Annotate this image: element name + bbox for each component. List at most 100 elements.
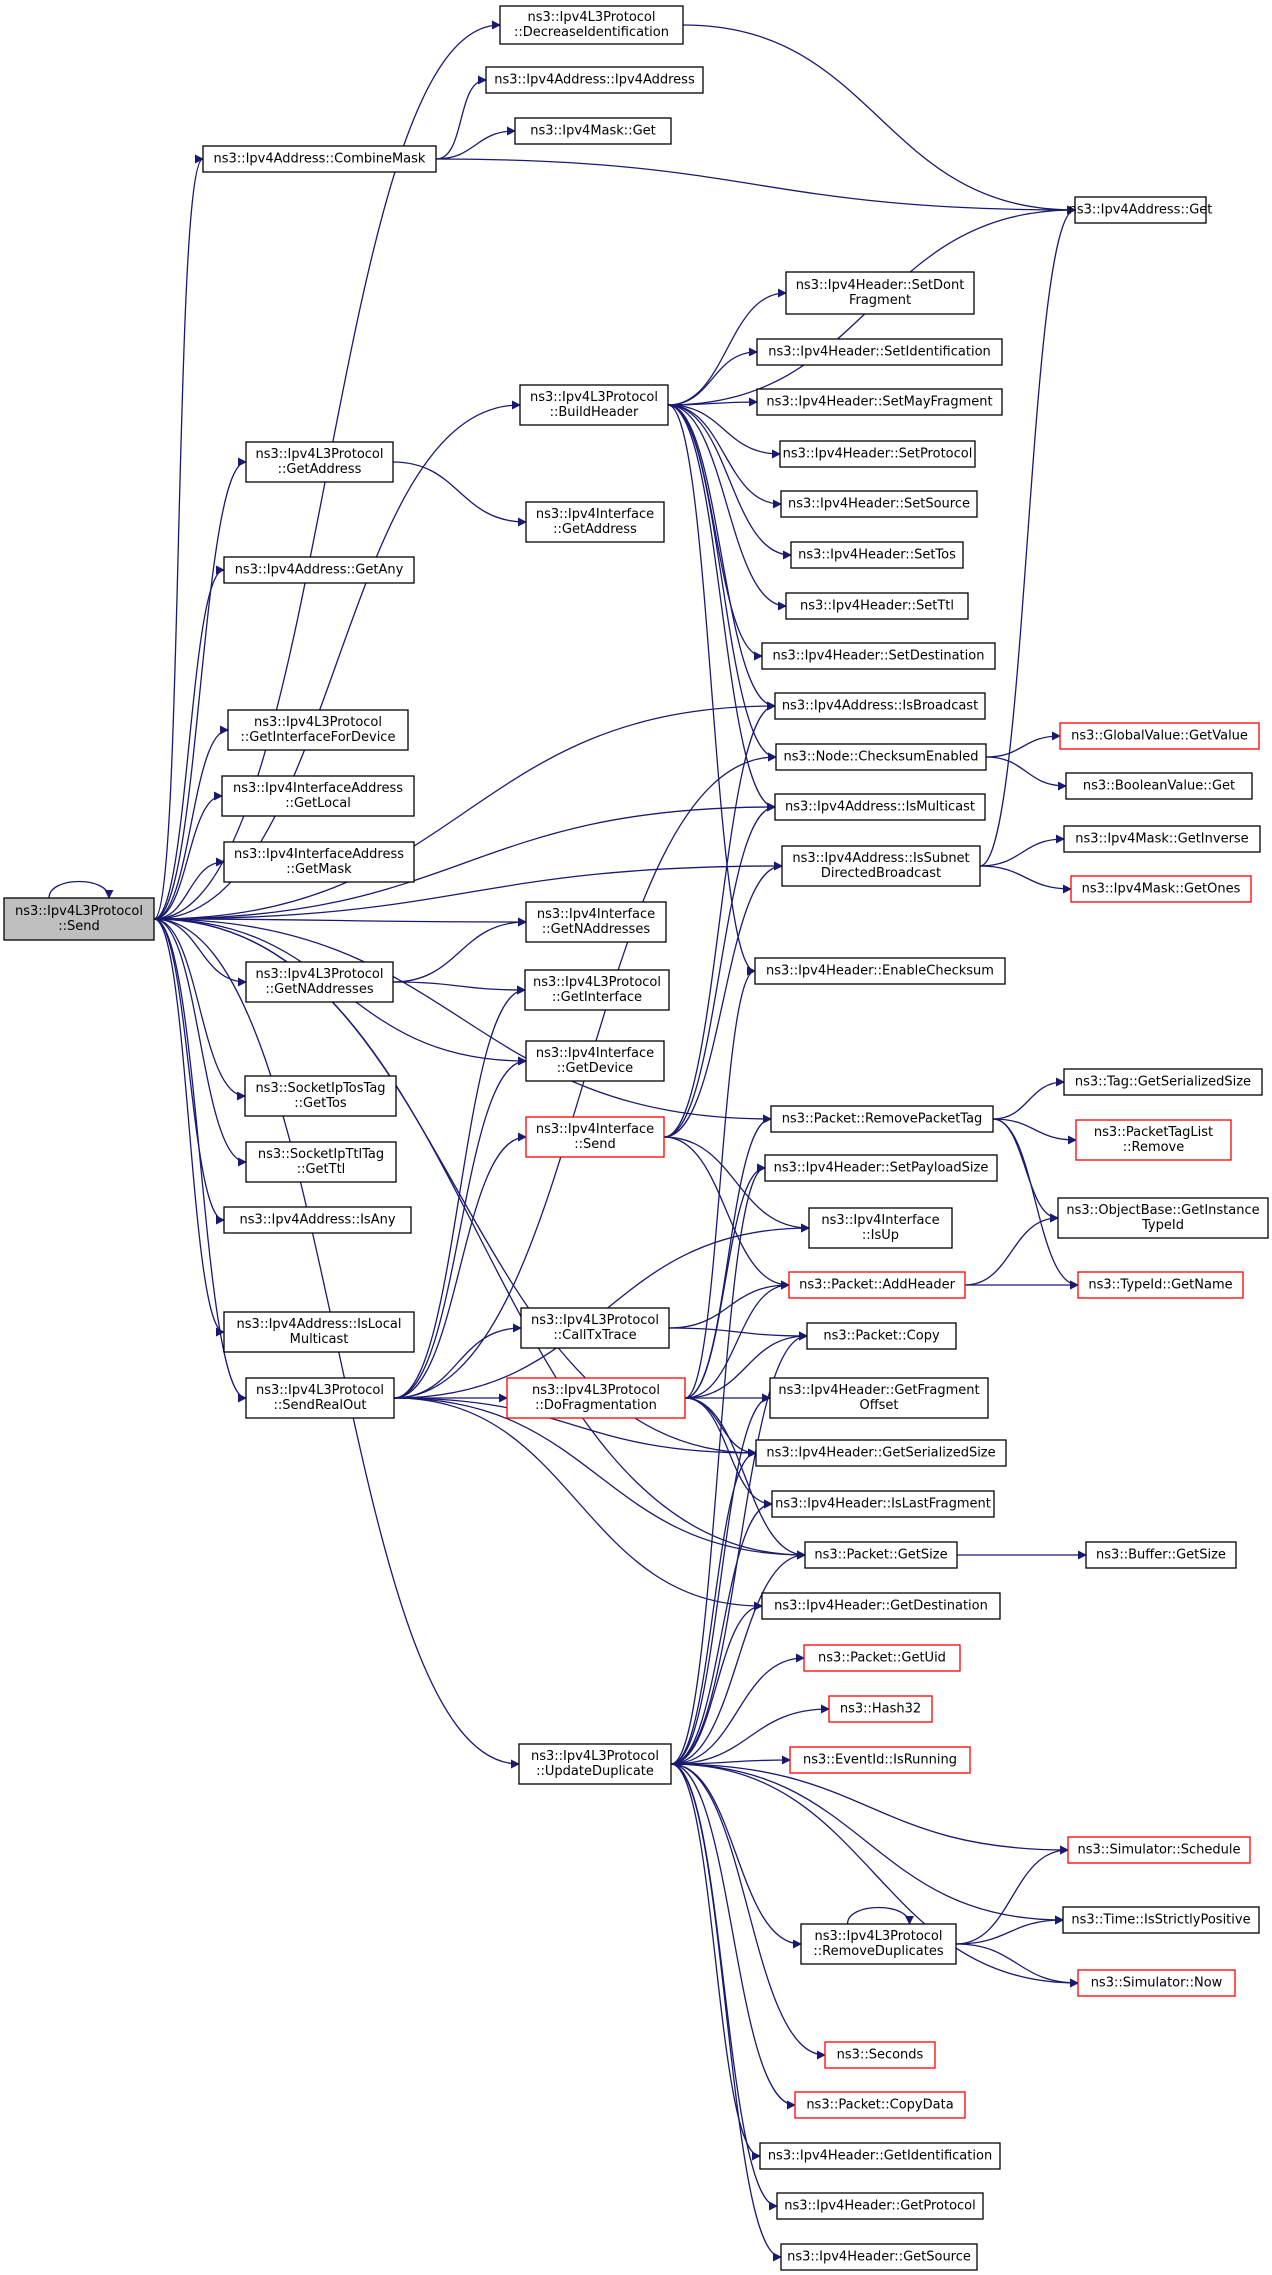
graph-node-getproto[interactable]: ns3::Ipv4Header::GetProtocol: [776, 2192, 984, 2220]
graph-node-setdst[interactable]: ns3::Ipv4Header::SetDestination: [761, 642, 996, 670]
graph-node-getaddr[interactable]: ns3::Ipv4L3Protocol::GetAddress: [245, 441, 394, 483]
node-label: ::SendRealOut: [273, 1398, 366, 1413]
edge-send-to-buildhdr: [153, 400, 521, 920]
node-label: ns3::SocketIpTtlTag: [258, 1147, 384, 1162]
graph-node-getmask[interactable]: ns3::Ipv4InterfaceAddress::GetMask: [223, 841, 415, 883]
node-label: ns3::Ipv4Address::IsLocal: [237, 1317, 402, 1332]
graph-node-getnaddr[interactable]: ns3::Ipv4L3Protocol::GetNAddresses: [245, 961, 394, 1003]
edge-updup-to-getdst: [670, 1601, 763, 1765]
graph-node-buildhdr[interactable]: ns3::Ipv4L3Protocol::BuildHeader: [519, 384, 669, 426]
graph-node-rmtag[interactable]: ns3::Packet::RemovePacketTag: [770, 1105, 994, 1133]
edge-send-to-getaddr: [153, 457, 247, 920]
graph-node-getany[interactable]: ns3::Ipv4Address::GetAny: [223, 556, 415, 584]
edge-buildhdr-to-isbcast: [667, 404, 776, 711]
graph-node-strictpos[interactable]: ns3::Time::IsStrictlyPositive: [1062, 1906, 1260, 1934]
graph-node-hash32[interactable]: ns3::Hash32: [828, 1695, 933, 1723]
graph-node-isany[interactable]: ns3::Ipv4Address::IsAny: [223, 1206, 412, 1234]
node-label: ns3::Ipv4L3Protocol: [815, 1929, 943, 1944]
graph-node-addhdr[interactable]: ns3::Packet::AddHeader: [788, 1271, 966, 1299]
graph-node-setsrc[interactable]: ns3::Ipv4Header::SetSource: [780, 490, 978, 518]
graph-node-rmdup[interactable]: ns3::Ipv4L3Protocol::RemoveDuplicates: [800, 1923, 957, 1965]
edge-line: [667, 404, 782, 509]
graph-node-settos[interactable]: ns3::Ipv4Header::SetTos: [790, 541, 964, 569]
graph-node-seconds[interactable]: ns3::Seconds: [824, 2041, 936, 2069]
graph-node-decid[interactable]: ns3::Ipv4L3Protocol::DecreaseIdentificat…: [499, 5, 684, 45]
graph-node-getiffordev[interactable]: ns3::Ipv4L3Protocol::GetInterfaceForDevi…: [227, 709, 409, 751]
graph-node-schedule[interactable]: ns3::Simulator::Schedule: [1067, 1836, 1251, 1864]
graph-node-now[interactable]: ns3::Simulator::Now: [1077, 1969, 1236, 1997]
node-box: [828, 1695, 933, 1723]
node-box: [227, 709, 409, 751]
graph-node-isrunning[interactable]: ns3::EventId::IsRunning: [789, 1746, 971, 1774]
graph-node-isbcast[interactable]: ns3::Ipv4Address::IsBroadcast: [774, 692, 986, 720]
graph-node-bufsize[interactable]: ns3::Buffer::GetSize: [1085, 1541, 1237, 1569]
graph-node-maskget[interactable]: ns3::Ipv4Mask::Get: [514, 117, 672, 145]
edge-line: [670, 1763, 796, 2110]
graph-node-dofrag[interactable]: ns3::Ipv4L3Protocol::DoFragmentation: [506, 1377, 686, 1419]
node-label: ns3::Ipv4Header::GetDestination: [774, 1599, 988, 1614]
graph-node-gettos[interactable]: ns3::SocketIpTosTag::GetTos: [244, 1075, 397, 1117]
graph-node-getdev[interactable]: ns3::Ipv4Interface::GetDevice: [525, 1040, 665, 1082]
graph-node-send[interactable]: ns3::Ipv4L3Protocol::Send: [3, 897, 155, 941]
graph-node-addrget[interactable]: ns3::Ipv4Address::Get: [1069, 196, 1213, 224]
graph-node-gvget[interactable]: ns3::GlobalValue::GetValue: [1059, 722, 1260, 750]
graph-node-combine[interactable]: ns3::Ipv4Address::CombineMask: [202, 145, 437, 173]
node-box: [776, 2192, 984, 2220]
node-box: [824, 2041, 936, 2069]
edge-line: [393, 985, 526, 1399]
edge-line: [670, 1331, 808, 1765]
graph-node-isup[interactable]: ns3::Ipv4Interface::IsUp: [808, 1207, 953, 1249]
graph-node-boolget[interactable]: ns3::BooleanValue::Get: [1065, 772, 1253, 800]
graph-node-calltx[interactable]: ns3::Ipv4L3Protocol::CallTxTrace: [520, 1307, 670, 1349]
graph-node-getones[interactable]: ns3::Ipv4Mask::GetOnes: [1070, 875, 1252, 903]
graph-node-islastfrag[interactable]: ns3::Ipv4Header::IsLastFragment: [771, 1490, 995, 1518]
node-box: [202, 145, 437, 173]
graph-node-getlocal[interactable]: ns3::Ipv4InterfaceAddress::GetLocal: [221, 775, 415, 817]
graph-node-chksum[interactable]: ns3::Node::ChecksumEnabled: [775, 743, 987, 771]
graph-node-ifgetnaddr[interactable]: ns3::Ipv4Interface::GetNAddresses: [525, 901, 667, 943]
edge-dofrag-to-setpay: [684, 1163, 766, 1399]
graph-node-enchk[interactable]: ns3::Ipv4Header::EnableChecksum: [754, 957, 1006, 985]
graph-node-setttl[interactable]: ns3::Ipv4Header::SetTtl: [785, 592, 969, 620]
node-label: ns3::Ipv4L3Protocol: [254, 715, 382, 730]
edge-buildhdr-to-setsrc: [667, 404, 782, 509]
graph-node-tidname[interactable]: ns3::TypeId::GetName: [1077, 1271, 1244, 1299]
graph-node-tagser[interactable]: ns3::Tag::GetSerializedSize: [1063, 1068, 1263, 1096]
graph-node-getinverse[interactable]: ns3::Ipv4Mask::GetInverse: [1063, 825, 1261, 853]
graph-node-hdrser[interactable]: ns3::Ipv4Header::GetSerializedSize: [755, 1439, 1007, 1467]
graph-node-issubnet[interactable]: ns3::Ipv4Address::IsSubnetDirectedBroadc…: [781, 845, 981, 887]
edge-dofrag-to-enchk: [684, 966, 756, 1399]
graph-node-a4ctor[interactable]: ns3::Ipv4Address::Ipv4Address: [485, 66, 704, 94]
node-label: ns3::Packet::GetSize: [814, 1548, 947, 1563]
node-label: ns3::Ipv4Header::SetDestination: [773, 649, 985, 664]
graph-node-copydata[interactable]: ns3::Packet::CopyData: [794, 2091, 966, 2119]
graph-node-getsrc[interactable]: ns3::Ipv4Header::GetSource: [780, 2243, 978, 2271]
graph-node-pgetsize[interactable]: ns3::Packet::GetSize: [804, 1541, 958, 1569]
graph-node-ismcast[interactable]: ns3::Ipv4Address::IsMulticast: [774, 793, 986, 821]
node-box: [804, 1541, 958, 1569]
node-box: [788, 1271, 966, 1299]
graph-node-ifgetaddr[interactable]: ns3::Ipv4Interface::GetAddress: [525, 501, 665, 543]
graph-node-updup[interactable]: ns3::Ipv4L3Protocol::UpdateDuplicate: [518, 1743, 672, 1785]
node-box: [764, 1154, 998, 1182]
graph-node-getident[interactable]: ns3::Ipv4Header::GetIdentification: [759, 2142, 1001, 2170]
graph-node-ptlremove[interactable]: ns3::PacketTagList::Remove: [1075, 1119, 1232, 1161]
graph-node-setproto[interactable]: ns3::Ipv4Header::SetProtocol: [779, 440, 976, 468]
node-label: ::GetTtl: [297, 1162, 346, 1177]
edge-line: [435, 75, 487, 160]
graph-node-getdst[interactable]: ns3::Ipv4Header::GetDestination: [761, 1592, 1001, 1620]
graph-node-ifsend[interactable]: ns3::Ipv4Interface::Send: [525, 1116, 665, 1158]
graph-node-setmay[interactable]: ns3::Ipv4Header::SetMayFragment: [756, 388, 1003, 416]
graph-node-sendreal[interactable]: ns3::Ipv4L3Protocol::SendRealOut: [245, 1377, 395, 1419]
graph-node-getttl[interactable]: ns3::SocketIpTtlTag::GetTtl: [245, 1141, 397, 1183]
graph-node-setpay[interactable]: ns3::Ipv4Header::SetPayloadSize: [764, 1154, 998, 1182]
graph-node-getuid[interactable]: ns3::Packet::GetUid: [803, 1644, 961, 1672]
graph-node-getif[interactable]: ns3::Ipv4L3Protocol::GetInterface: [524, 969, 670, 1011]
node-box: [1059, 722, 1260, 750]
graph-node-setident[interactable]: ns3::Ipv4Header::SetIdentification: [756, 338, 1003, 366]
graph-node-pcopy[interactable]: ns3::Packet::Copy: [806, 1322, 957, 1350]
